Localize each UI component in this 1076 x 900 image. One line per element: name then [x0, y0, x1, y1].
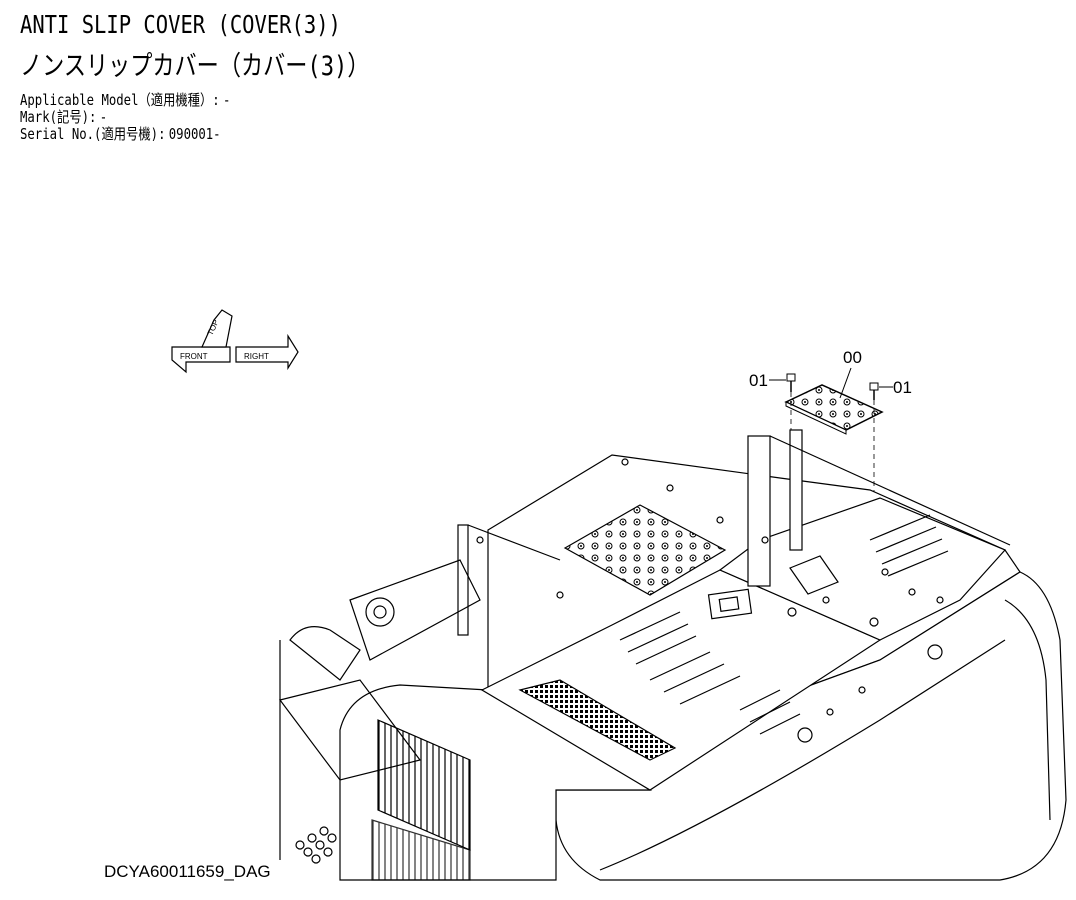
drawing-code: DCYA60011659_DAG — [104, 862, 271, 881]
model-info: Applicable Model（適用機種）:- Mark(記号):- Seri… — [20, 92, 234, 143]
page-title-japanese: ノンスリップカバー（カバー(3)） — [20, 51, 370, 82]
callouts: 01 01 00 — [749, 348, 912, 399]
orientation-arrows-icon: FRONT TOP RIGHT — [171, 309, 299, 374]
front-label: FRONT — [180, 352, 208, 361]
applicable-model: Applicable Model（適用機種）:- — [20, 91, 231, 109]
mark: Mark(記号):- — [20, 108, 108, 126]
excavator-upper-structure — [278, 429, 1067, 881]
callout-bolt-right: 01 — [893, 378, 912, 397]
page-title: ANTI SLIP COVER (COVER(3)) — [20, 10, 341, 39]
callout-cover: 00 — [843, 348, 862, 367]
serial-number: Serial No.(適用号機):090001- — [20, 125, 221, 143]
right-label: RIGHT — [244, 352, 269, 361]
anti-slip-cover-part — [784, 384, 884, 435]
callout-bolt-left: 01 — [749, 371, 768, 390]
